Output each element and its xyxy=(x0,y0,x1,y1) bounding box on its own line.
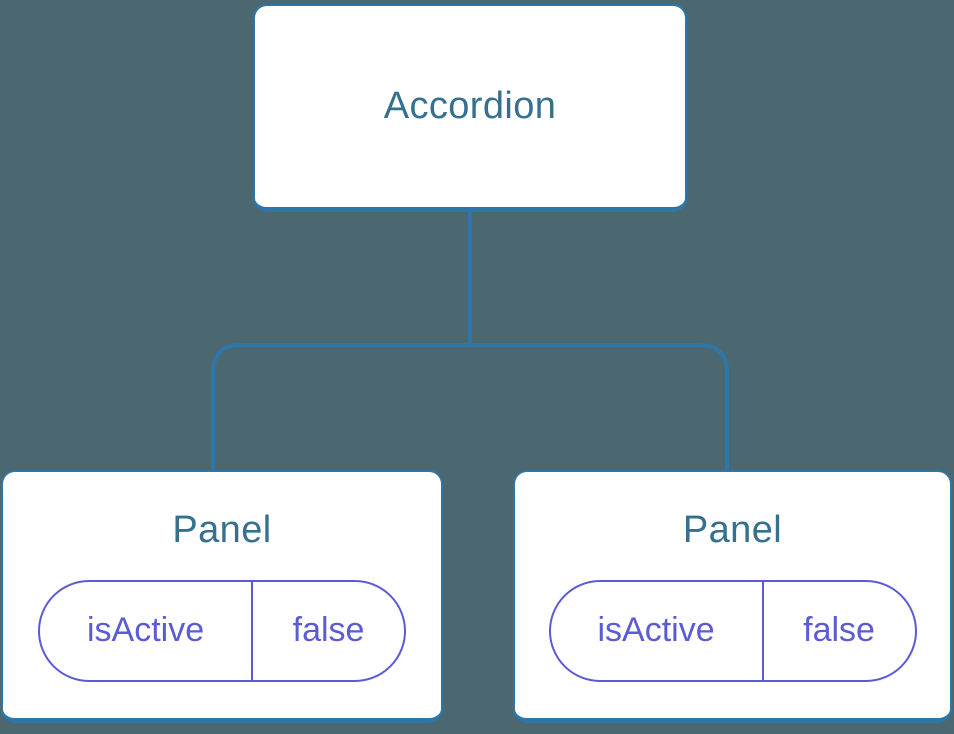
state-value-label: false xyxy=(803,611,875,649)
node-accordion-label: Accordion xyxy=(383,85,557,127)
node-panel-right: Panel isActive false xyxy=(513,470,952,723)
state-pill-right: isActive false xyxy=(548,579,917,682)
node-panel-left-label: Panel xyxy=(172,508,272,551)
connector-bracket xyxy=(211,343,729,470)
state-pill-left: isActive false xyxy=(38,579,406,682)
state-value-label: false xyxy=(292,611,365,649)
state-key-label: isActive xyxy=(40,581,254,680)
state-key-label: isActive xyxy=(551,581,764,680)
node-accordion: Accordion xyxy=(253,4,687,212)
node-panel-left: Panel isActive false xyxy=(1,470,443,723)
node-panel-right-label: Panel xyxy=(682,508,783,551)
